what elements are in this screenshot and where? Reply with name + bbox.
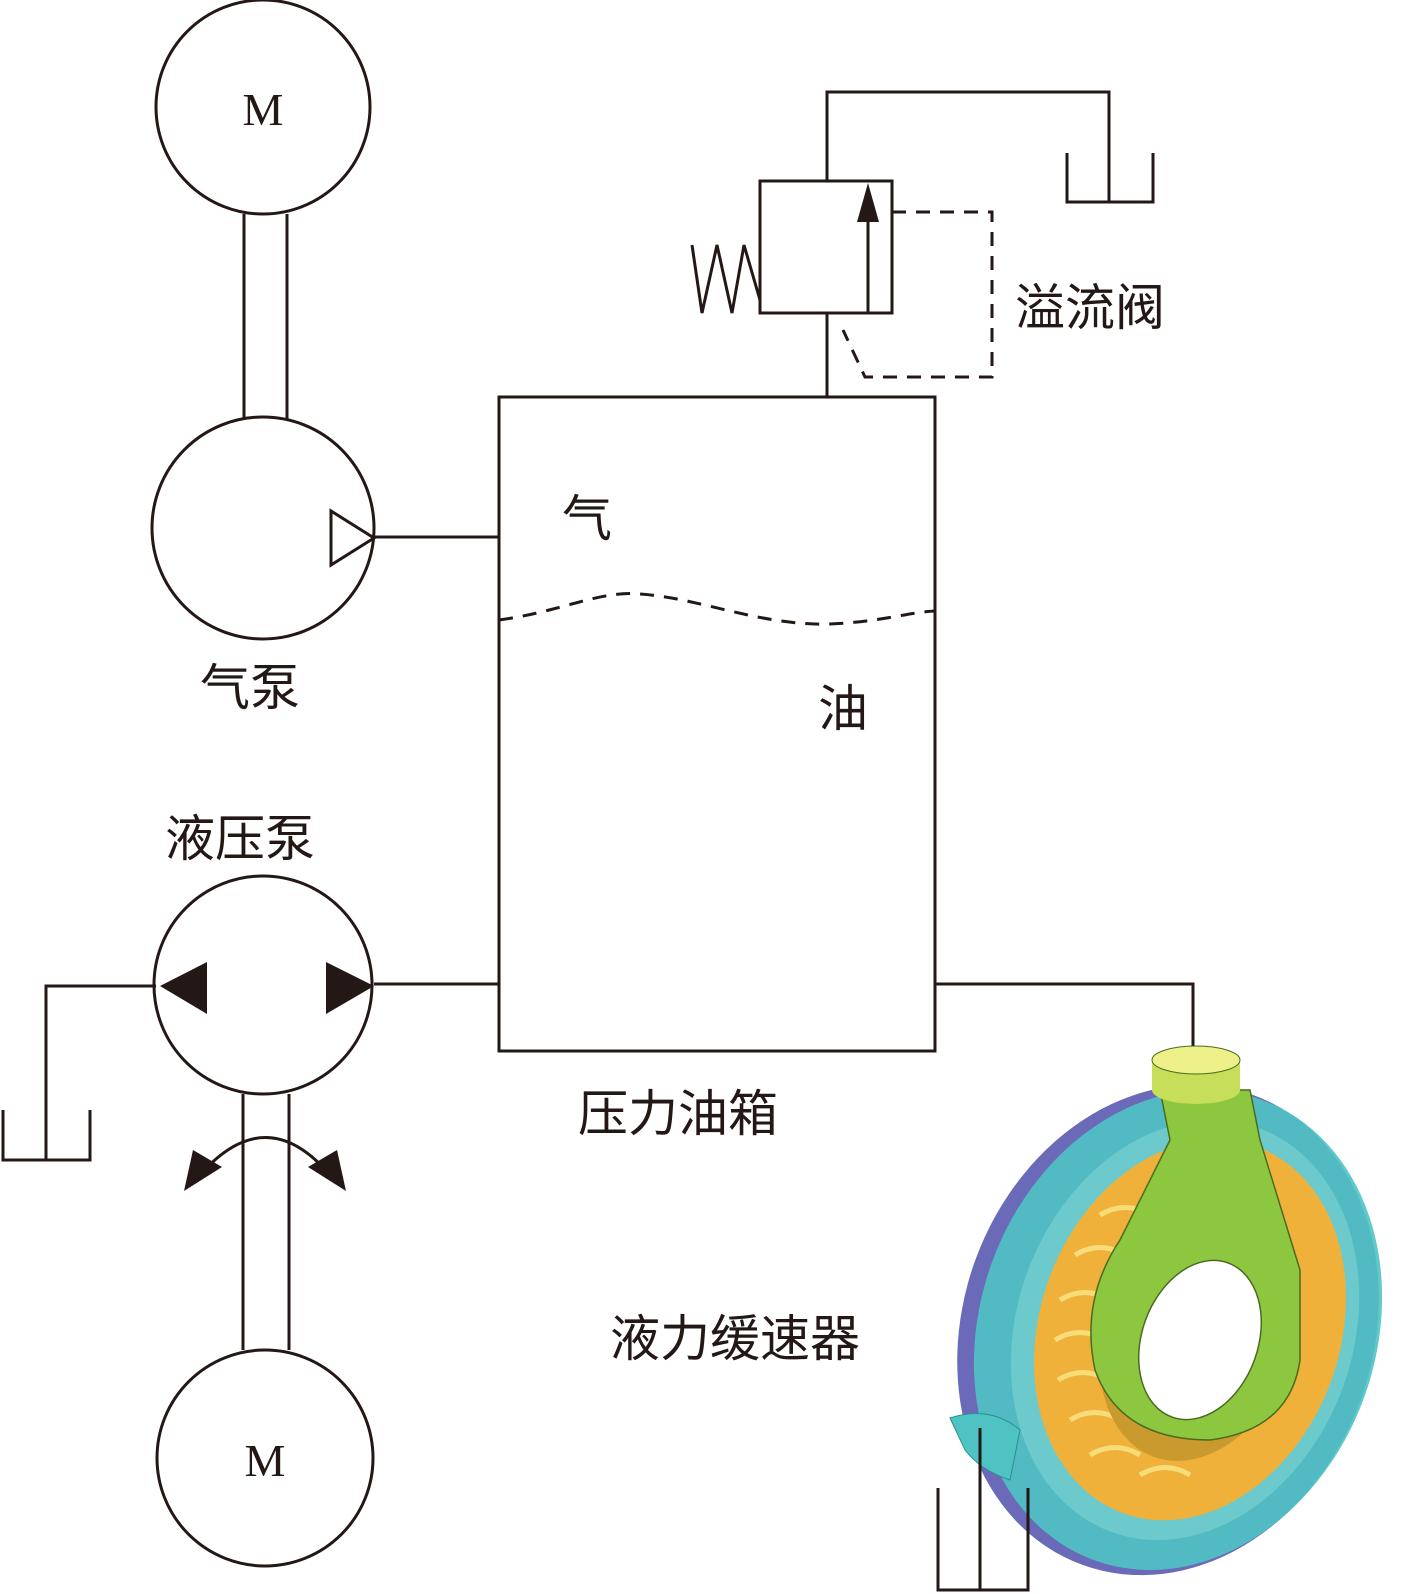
pressure-tank: 气 油 压力油箱	[497, 395, 937, 1143]
pump-outlet-arrow-icon	[326, 962, 374, 1014]
air-pump: 气泵	[150, 415, 377, 717]
relief-valve-label: 溢流阀	[1015, 279, 1165, 337]
motor-top: M	[154, 0, 372, 216]
spring-icon	[690, 244, 762, 314]
motor-bottom-label: M	[245, 1435, 286, 1486]
air-pump-direction-icon	[329, 508, 377, 568]
reservoir-valve-icon	[1065, 153, 1155, 204]
retarder-label: 液力缓速器	[610, 1310, 860, 1368]
hydraulic-pump-label: 液压泵	[165, 810, 315, 868]
retarder	[949, 1045, 1383, 1576]
shaft-bottom	[241, 1094, 291, 1350]
gas-zone-label: 气	[562, 490, 612, 548]
motor-bottom: M	[155, 1348, 375, 1568]
oil-zone-label: 油	[818, 680, 868, 738]
shaft-top	[242, 214, 289, 420]
relief-valve: 溢流阀	[690, 90, 1165, 397]
air-pump-label: 气泵	[200, 659, 300, 717]
pump-inlet-arrow-icon	[160, 962, 207, 1014]
pump-suction-line	[44, 984, 156, 1160]
rotation-arrow-icon	[184, 1136, 346, 1191]
reservoir-pump-icon	[1, 1110, 92, 1162]
return-line	[825, 90, 1111, 201]
hydraulic-pump: 液压泵	[152, 810, 374, 1096]
pilot-line	[841, 210, 994, 379]
flow-arrow-icon	[857, 183, 879, 222]
motor-top-label: M	[243, 84, 284, 135]
tank-label: 压力油箱	[578, 1085, 778, 1143]
oil-level-line	[498, 592, 936, 626]
reservoir-retarder-icon	[936, 1488, 1030, 1592]
